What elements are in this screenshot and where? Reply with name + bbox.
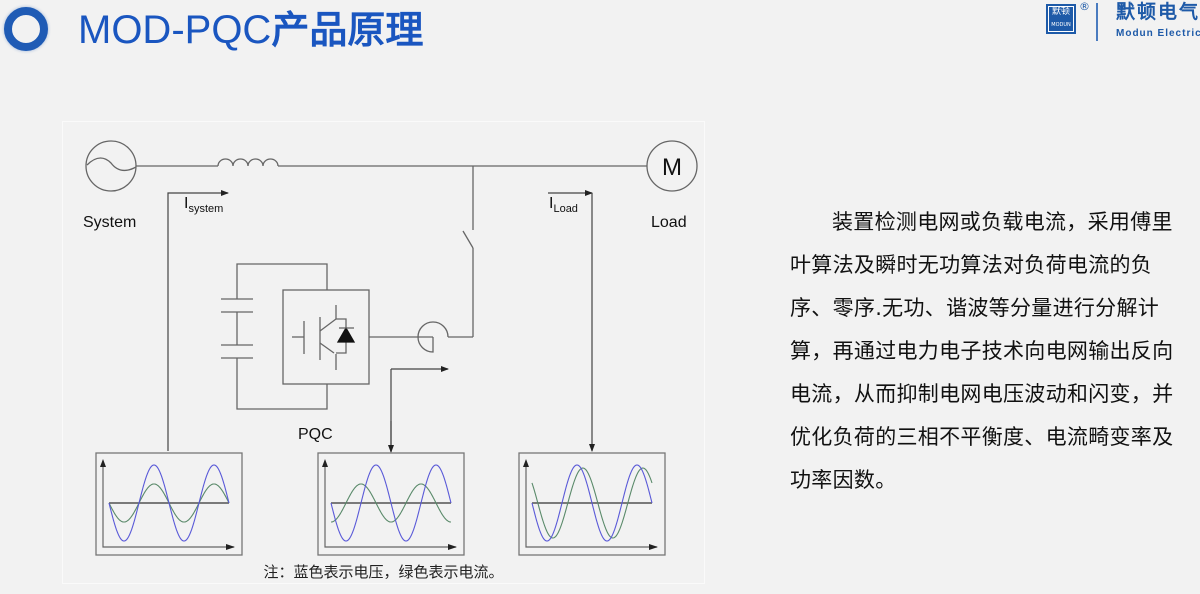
device-label: PQC <box>298 426 333 443</box>
current-waveform <box>531 467 653 539</box>
capacitor-icon <box>221 298 253 359</box>
voltage-waveform <box>330 464 452 542</box>
dc-link-top <box>236 263 328 299</box>
current-waveform <box>331 483 451 523</box>
page-title: MOD-PQC产品原理 <box>78 4 423 56</box>
circuit-diagram-panel: System Isystem ILoad M Load PQC <box>62 121 705 584</box>
motor-icon <box>646 140 698 192</box>
current-transformer-icon <box>417 321 449 353</box>
scope-y-arrow <box>523 459 529 467</box>
load-label: Load <box>651 214 687 231</box>
scope-x-arrow <box>226 544 235 550</box>
i-load-label: ILoad <box>549 195 578 215</box>
scope-y-arrow <box>100 459 106 467</box>
scope-frame <box>95 452 243 556</box>
source-label: System <box>83 214 136 231</box>
i-load-symbol: I <box>549 195 553 212</box>
inverter-module <box>282 289 370 385</box>
registered-mark: ® <box>1079 0 1090 13</box>
scope-y-arrow <box>322 459 328 467</box>
switch-icon <box>462 230 474 249</box>
scope-axes <box>324 463 456 548</box>
logo-divider <box>1096 3 1098 41</box>
scope-axes <box>102 463 234 548</box>
circuit-diagram: System Isystem ILoad M Load PQC <box>83 140 698 556</box>
dc-link-bottom <box>236 358 328 410</box>
i-system-arrow <box>167 190 229 451</box>
voltage-waveform <box>531 464 653 542</box>
scope-compensation-current <box>317 452 465 556</box>
ac-source-icon <box>85 140 137 192</box>
company-name-en: Modun Electric <box>1116 28 1200 39</box>
scope-x-arrow <box>448 544 457 550</box>
scope-frame <box>317 452 465 556</box>
scope-load-current <box>518 452 666 556</box>
title-bullet-ring-icon <box>4 7 48 51</box>
description-text: 装置检测电网或负载电流，采用傅里叶算法及瞬时无功算法对负荷电流的负序、零序.无功… <box>790 210 1174 492</box>
page-title-cn: 产品原理 <box>271 8 424 52</box>
logo-badge-cn: 默顿 <box>1051 7 1070 17</box>
igbt-icon <box>292 305 347 370</box>
i-system-symbol: I <box>184 195 188 212</box>
diode-icon <box>336 326 356 343</box>
motor-symbol: M <box>662 154 682 181</box>
scope-x-arrow <box>649 544 658 550</box>
legend-note: 注：蓝色表示电压，绿色表示电流。 <box>263 563 504 581</box>
scope-system-current <box>95 452 243 556</box>
waveform-scopes <box>95 452 666 556</box>
voltage-waveform <box>108 464 230 542</box>
company-name-cn: 默顿电气 <box>1116 1 1200 23</box>
scope-frame <box>518 452 666 556</box>
company-logo-badge: 默顿 MODUN <box>1046 4 1076 34</box>
i-system-subscript: system <box>188 203 223 215</box>
inductor-icon <box>217 158 279 167</box>
page-title-latin: MOD-PQC <box>78 8 272 52</box>
scope-axes <box>525 463 657 548</box>
logo-badge-en: MODUN <box>1051 22 1071 28</box>
i-load-subscript: Load <box>553 203 577 215</box>
i-system-label: Isystem <box>184 195 223 215</box>
